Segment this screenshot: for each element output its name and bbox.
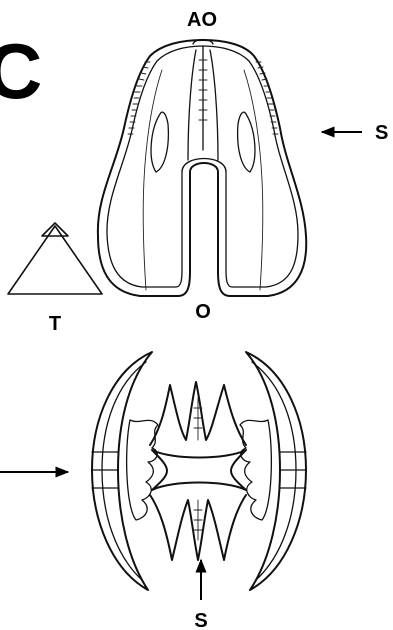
body-outline-outer [98, 40, 306, 296]
lobe-left [127, 420, 158, 520]
label-aboral: AO [187, 9, 217, 31]
tentacle-sheath-left [151, 112, 168, 172]
panel-letter: C [0, 27, 42, 115]
stomodeum [188, 46, 218, 160]
band-left [92, 452, 118, 488]
meridional-canal-right [244, 70, 263, 290]
label-stomodeal-bottom: S [194, 610, 207, 630]
lobe-right [240, 420, 271, 520]
label-stomodeal-top: S [375, 122, 388, 144]
central-body [152, 450, 246, 490]
label-tentacular: T [49, 313, 61, 335]
ctenophore-lateral-view [98, 40, 306, 297]
meridional-canal-left [143, 70, 162, 290]
band-right [280, 452, 306, 488]
comb-row-right [256, 62, 278, 134]
lower-spine [194, 500, 202, 540]
tentacular-plane-icon [8, 223, 102, 294]
ctenophore-transverse-view [92, 352, 306, 590]
label-oral: O [195, 301, 211, 323]
tentacle-sheath-right [238, 112, 255, 172]
